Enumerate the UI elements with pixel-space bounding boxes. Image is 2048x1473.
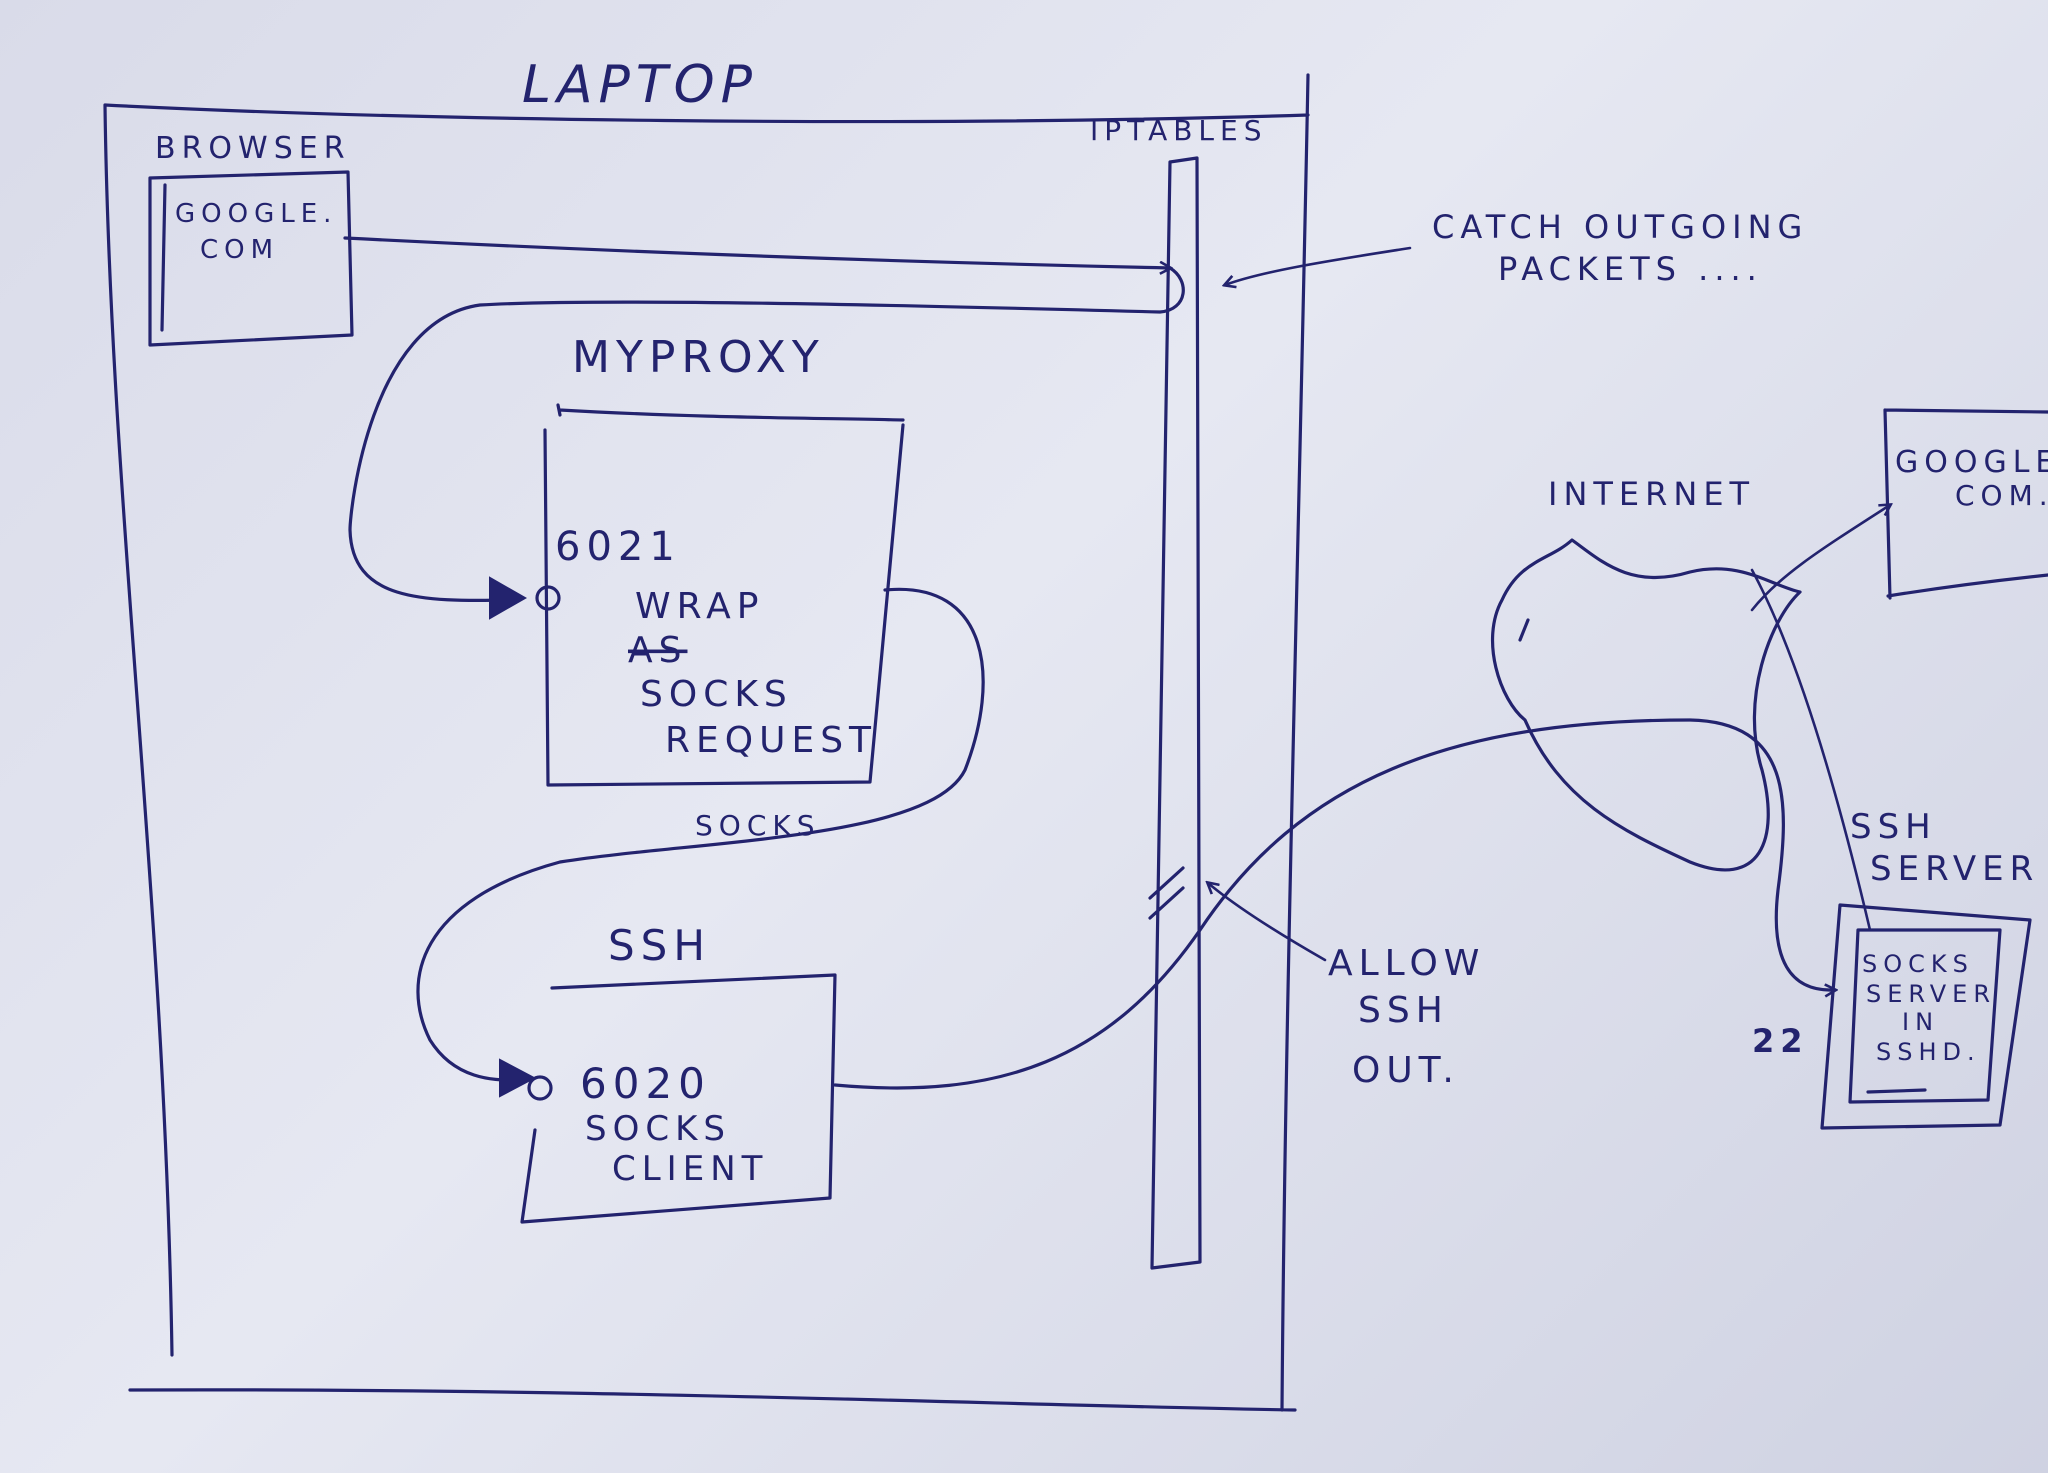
- allow-note-arrow: [1208, 883, 1327, 962]
- internet-cloud: [1491, 538, 1802, 872]
- browser-tab-line2: COM: [200, 235, 279, 265]
- allow-note-line2: SSH: [1358, 990, 1449, 1031]
- iptables-firewall: [1148, 156, 1202, 1270]
- ssh-port: 6020: [580, 1059, 711, 1108]
- browser-window: [148, 170, 354, 347]
- catch-note-arrow: [1225, 246, 1412, 285]
- redirect-to-myproxy-path: [348, 266, 1185, 603]
- remote-google-line2: COM.: [1955, 479, 2048, 512]
- ssh-server-label-line1: SSH: [1850, 807, 1937, 847]
- myproxy-label: MYPROXY: [572, 332, 825, 383]
- ssh-text-line2: CLIENT: [612, 1149, 768, 1189]
- catch-note-line2: PACKETS ....: [1498, 250, 1763, 288]
- ssh-outbound-path: [833, 718, 1835, 1090]
- socks-link-path: [416, 587, 985, 1082]
- catch-note-line1: CATCH OUTGOING: [1432, 208, 1808, 246]
- ssh-server-text-line3: IN: [1902, 1008, 1939, 1036]
- myproxy-inbound-arrowhead: [489, 576, 528, 620]
- browser-tab-line1: GOOGLE.: [175, 199, 337, 229]
- internet-to-google-arrow: [1750, 505, 1890, 612]
- myproxy-text-line2: AS: [628, 630, 687, 671]
- laptop-boundary: [103, 73, 1310, 1412]
- ssh-text-line1: SOCKS: [585, 1109, 731, 1149]
- myproxy-text-line3: SOCKS: [640, 674, 793, 715]
- browser-to-iptables-arrow: [343, 236, 1170, 268]
- internet-to-sshserver-path: [1750, 568, 1872, 932]
- myproxy-port: 6021: [555, 524, 681, 570]
- ssh-server-text-line4: SSHD.: [1876, 1038, 1981, 1066]
- allow-note-line3: OUT.: [1352, 1050, 1460, 1091]
- myproxy-text-line1: WRAP: [635, 586, 765, 627]
- ssh-label: SSH: [608, 921, 711, 970]
- port-6020-socket: [527, 1075, 553, 1101]
- myproxy-text-line4: REQUEST: [665, 720, 877, 761]
- port-6021-socket: [535, 585, 561, 611]
- remote-google-line1: GOOGLE.: [1895, 445, 2048, 480]
- laptop-title: LAPTOP: [522, 55, 758, 115]
- ssh-server-box: [1820, 903, 2032, 1130]
- remote-google-box: [1883, 408, 2048, 600]
- ssh-server-text-line2: SERVER: [1866, 980, 1996, 1008]
- socks-link-label: SOCKS: [695, 809, 821, 842]
- allow-note-line1: ALLOW: [1328, 943, 1485, 984]
- ssh-server-port: 22: [1752, 1022, 1809, 1060]
- ssh-server-label-line2: SERVER: [1870, 849, 2039, 889]
- browser-label: BROWSER: [155, 131, 351, 166]
- ssh-inbound-arrowhead: [499, 1058, 537, 1098]
- internet-label: INTERNET: [1548, 475, 1755, 513]
- iptables-label: IPTABLES: [1090, 114, 1268, 147]
- ssh-box: [520, 973, 837, 1224]
- ssh-server-text-line1: SOCKS: [1862, 950, 1974, 978]
